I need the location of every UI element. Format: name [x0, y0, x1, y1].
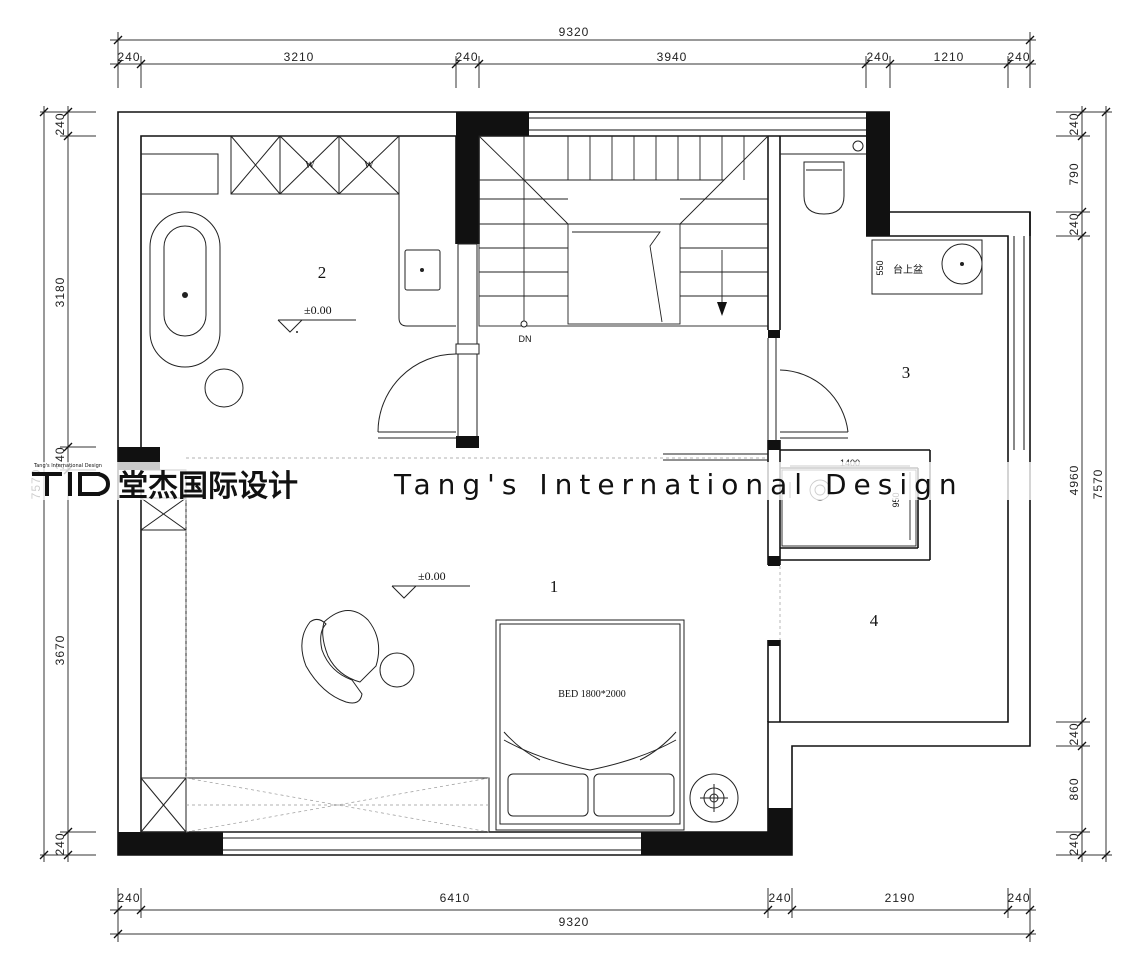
- room-4-label: 4: [870, 611, 879, 630]
- dim-left-seg: 240: [53, 112, 67, 135]
- dim-bottom-seg: 240: [117, 891, 140, 905]
- staircase: [478, 135, 769, 327]
- dim-bottom-seg: 240: [768, 891, 791, 905]
- bed-label: BED 1800*2000: [558, 689, 626, 700]
- dim-top-seg: 1210: [934, 50, 965, 64]
- watermark-tiny-text: Tang's International Design: [33, 463, 102, 469]
- dimension-ticks: [39, 35, 1111, 939]
- dim-right-total: 7570: [1091, 469, 1105, 500]
- dim-top-seg: 240: [1007, 50, 1030, 64]
- watermark-english: Tang's International Design: [393, 468, 964, 501]
- dim-left-seg: 3180: [53, 277, 67, 308]
- dashed-guides: [185, 457, 781, 833]
- dim-top-seg: 240: [866, 50, 889, 64]
- stair-direction-label: DN: [519, 334, 532, 344]
- dim-right-seg: 240: [1067, 722, 1081, 745]
- dim-top-total: 9320: [559, 25, 590, 39]
- dim-bottom-seg: 2190: [885, 891, 916, 905]
- dim-top-seg: 240: [455, 50, 478, 64]
- solid-wall-blocks: [118, 112, 890, 855]
- dim-top-seg: 3210: [284, 50, 315, 64]
- basin-depth-label: 550: [875, 260, 885, 275]
- dim-bottom-total: 9320: [559, 915, 590, 929]
- window-right: [1013, 236, 1025, 450]
- dim-bottom-seg: 240: [1007, 891, 1030, 905]
- room-2-level-label: ±0.00: [304, 303, 332, 317]
- watermark-chinese: 堂杰国际设计: [118, 469, 298, 504]
- dim-right-seg: 790: [1067, 162, 1081, 185]
- room-2-details: [182, 268, 424, 333]
- stair-arrow: [717, 302, 727, 316]
- room-3-fixtures: [780, 140, 983, 295]
- dim-top-seg: 3940: [657, 50, 688, 64]
- tid-logo-icon: [32, 472, 110, 496]
- stair-door-frames: [455, 243, 849, 461]
- room-2-fixtures: [141, 135, 457, 439]
- room-1-label: 1: [550, 577, 559, 596]
- room-1-level-label: ±0.00: [418, 569, 446, 583]
- dim-right-seg: 240: [1067, 112, 1081, 135]
- basin-drain-icon: [960, 262, 964, 266]
- dimension-lines: [40, 32, 1112, 942]
- dim-top-seg: 240: [117, 50, 140, 64]
- window-bottom: [223, 837, 641, 851]
- dim-left-seg: 3670: [53, 635, 67, 666]
- dim-right-seg: 240: [1067, 212, 1081, 235]
- dim-right-seg: 4960: [1067, 465, 1081, 496]
- basin-label: 台上盆: [893, 263, 923, 276]
- room-2-label: 2: [318, 263, 327, 282]
- watermark: Tang's International Design 堂杰国际设计 Tang'…: [30, 462, 1070, 504]
- wardrobe-mark: W: [305, 160, 315, 171]
- wardrobe-mark: W: [364, 160, 374, 171]
- room-1-furniture: [140, 469, 739, 833]
- window-top: [529, 117, 866, 131]
- stair-marker-icon: [520, 320, 528, 328]
- dim-bottom-seg: 6410: [440, 891, 471, 905]
- dimension-labels: 9320 240 3210 240 3940 240 1210 240 240 …: [29, 25, 1105, 929]
- dim-right-seg: 240: [1067, 832, 1081, 855]
- dim-right-seg: 860: [1067, 777, 1081, 800]
- room-3-label: 3: [902, 363, 911, 382]
- dim-left-seg: 240: [53, 832, 67, 855]
